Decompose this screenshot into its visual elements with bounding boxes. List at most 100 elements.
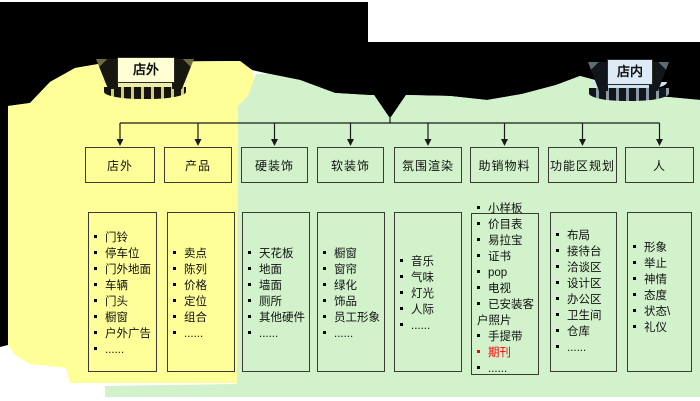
list-item-label: 气味	[411, 272, 434, 284]
bullet-icon	[94, 267, 97, 271]
list-item-label: ......	[411, 320, 431, 332]
list-item-label: 易拉宝	[488, 235, 523, 247]
bullet-icon	[477, 270, 480, 274]
bullet-icon	[400, 291, 403, 295]
list-box-product	[167, 212, 235, 372]
list-item-label: 洽谈区	[567, 262, 602, 274]
list-item: 橱窗	[323, 246, 381, 262]
list-item: 小样板	[477, 201, 535, 217]
list-item-label: 状态\	[644, 306, 671, 318]
list-item: 举止	[633, 256, 688, 272]
connector-arrowheads	[116, 139, 663, 146]
list-item-label: 组合	[184, 312, 207, 324]
category-box-product: 产品	[164, 147, 232, 183]
list-item: 气味	[400, 270, 458, 286]
list-item-label: 车辆	[105, 280, 128, 292]
list-item: 陈列	[173, 262, 231, 278]
list-item: 音乐	[400, 254, 458, 270]
category-box-sales-aids: 助销物料	[470, 147, 539, 183]
list-item-label: ......	[334, 328, 354, 340]
bullet-icon	[477, 206, 480, 210]
list-item: 电视	[477, 281, 535, 297]
bullet-icon	[173, 251, 176, 255]
list-item: 人际	[400, 302, 458, 318]
category-box-hard-decor: 硬装饰	[241, 147, 308, 183]
list-item-label: 定位	[184, 296, 207, 308]
list-item-label: 接待台	[567, 246, 602, 258]
list-item: 已安装客户照片	[477, 297, 535, 329]
bullet-icon	[94, 331, 97, 335]
bullet-icon	[556, 249, 559, 253]
list-item-label: 办公区	[567, 294, 602, 306]
list-item-label: 卖点	[184, 248, 207, 260]
list-item-label: 绿化	[334, 280, 357, 292]
banner-inside-band	[591, 82, 667, 90]
list-box-soft-decor	[317, 212, 385, 372]
list-item: 门铃	[94, 230, 153, 246]
bullet-icon	[94, 251, 97, 255]
bullet-icon	[400, 259, 403, 263]
bullet-icon	[248, 299, 251, 303]
list-item-label: 橱窗	[105, 312, 128, 324]
list-item-label: 卫生间	[567, 310, 602, 322]
list-item-label: 态度	[644, 290, 667, 302]
list-item: 易拉宝	[477, 233, 535, 249]
list-box-hard-decor	[242, 212, 310, 372]
list-box-ambience	[394, 212, 462, 372]
bullet-icon	[556, 265, 559, 269]
list-item-label: 灯光	[411, 288, 434, 300]
bullet-icon	[323, 299, 326, 303]
bullet-icon	[94, 283, 97, 287]
list-item-label: 门外地面	[105, 264, 151, 276]
bullet-icon	[323, 331, 326, 335]
list-item: 手提带	[477, 329, 535, 345]
list-item-label: 窗帘	[334, 264, 357, 276]
list-item-label: 已安装客户照片	[477, 299, 534, 327]
list-item-label: 仓库	[567, 326, 590, 338]
list-items-hard-decor: 天花板地面墙面厕所其他硬件......	[248, 246, 306, 342]
bullet-icon	[477, 222, 480, 226]
list-item-label: pop	[488, 267, 508, 279]
category-box-people: 人	[625, 147, 694, 183]
bullet-icon	[477, 286, 480, 290]
bullet-icon	[477, 350, 480, 354]
inside-region-shape	[105, 74, 700, 397]
list-item: ......	[94, 342, 153, 358]
bullet-icon	[477, 302, 480, 306]
bullet-icon	[323, 315, 326, 319]
banner-inside-fringe	[589, 88, 669, 101]
list-item-label: 期刊	[488, 347, 511, 359]
list-item: ......	[477, 361, 535, 377]
list-item: 布局	[556, 228, 613, 244]
list-item: 定位	[173, 294, 231, 310]
bullet-icon	[323, 283, 326, 287]
banner-outside-label: 店外	[117, 57, 175, 83]
list-item: 员工形象	[323, 310, 381, 326]
list-items-product: 卖点陈列价格定位组合......	[173, 246, 231, 342]
list-item: ......	[323, 326, 381, 342]
list-item: 灯光	[400, 286, 458, 302]
connector-lines	[119, 116, 661, 139]
list-item-label: 证书	[488, 251, 511, 263]
list-item: 地面	[248, 262, 306, 278]
banner-inside-label: 店内	[607, 59, 653, 85]
list-item: 礼仪	[633, 320, 688, 336]
list-item-label: 其他硬件	[259, 312, 305, 324]
list-item: ......	[400, 318, 458, 334]
bullet-icon	[556, 281, 559, 285]
bullet-icon	[173, 331, 176, 335]
list-item: 组合	[173, 310, 231, 326]
bullet-icon	[633, 293, 636, 297]
list-item-label: ......	[259, 328, 279, 340]
list-item: 神情	[633, 272, 688, 288]
list-items-outside: 门铃停车位门外地面车辆门头橱窗户外广告......	[94, 230, 153, 358]
bullet-icon	[633, 261, 636, 265]
bullet-icon	[248, 315, 251, 319]
list-items-ambience: 音乐气味灯光人际......	[400, 254, 458, 334]
list-item: 期刊	[477, 345, 535, 361]
list-item-label: 员工形象	[334, 312, 380, 324]
list-item: 饰品	[323, 294, 381, 310]
list-item-label: ......	[184, 328, 204, 340]
